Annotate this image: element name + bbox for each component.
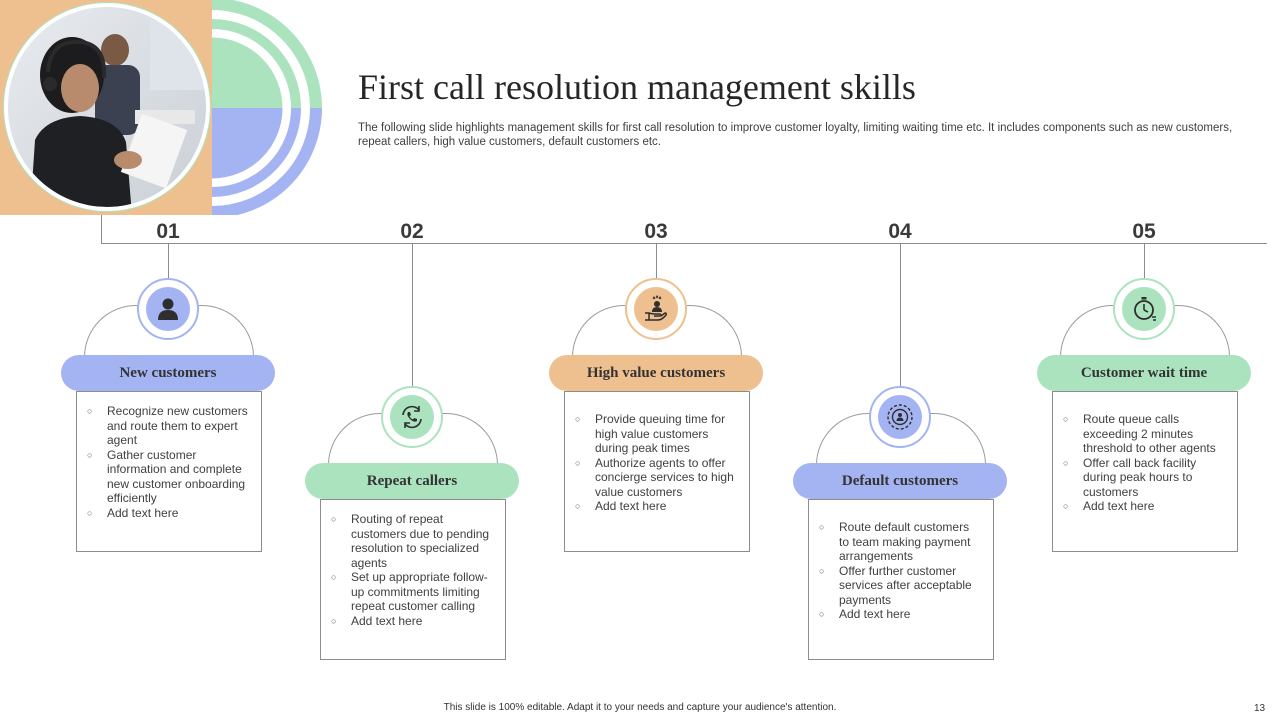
bullet-item: Add text here <box>575 499 737 514</box>
bullet-item: Add text here <box>1063 499 1225 514</box>
step-heading: Repeat callers <box>305 463 519 499</box>
phone-refresh-icon <box>402 405 422 429</box>
connector <box>168 244 169 278</box>
slide-title: First call resolution management skills <box>358 67 916 107</box>
vip-hand-icon <box>645 295 668 321</box>
timeline-left-cap <box>101 215 102 244</box>
step-heading: Default customers <box>793 463 1007 499</box>
bullet-item: Add text here <box>819 607 981 622</box>
icon-ring <box>137 278 199 340</box>
page-number: 13 <box>1254 703 1266 714</box>
step-content-box: Routing of repeat customers due to pendi… <box>320 499 506 660</box>
icon-ring <box>381 386 443 448</box>
bullet-item: Gather customer information and complete… <box>87 448 249 506</box>
bullet-item: Offer call back facility during peak hou… <box>1063 456 1225 500</box>
connector <box>656 244 657 278</box>
connector <box>412 244 413 386</box>
coin-target-icon <box>887 404 913 430</box>
bullet-item: Route default customers to team making p… <box>819 520 981 564</box>
bullet-item: Recognize new customers and route them t… <box>87 404 249 448</box>
header-graphic <box>0 0 330 296</box>
step-heading: Customer wait time <box>1037 355 1251 391</box>
bullet-item: Set up appropriate follow-up commitments… <box>331 570 493 614</box>
step-number: 03 <box>644 220 668 243</box>
icon-ring <box>1113 278 1175 340</box>
timeline-line <box>101 243 1267 244</box>
step-number: 02 <box>400 220 424 243</box>
bullet-item: Authorize agents to offer concierge serv… <box>575 456 737 500</box>
step-content-box: Provide queuing time for high value cust… <box>564 391 750 552</box>
icon-ring <box>625 278 687 340</box>
bullet-item: Route queue calls exceeding 2 minutes th… <box>1063 412 1225 456</box>
step-number: 05 <box>1132 220 1156 243</box>
connector <box>900 244 901 386</box>
step-content-box: Route default customers to team making p… <box>808 499 994 660</box>
connector <box>1144 244 1145 278</box>
slide-subtitle: The following slide highlights managemen… <box>358 122 1233 148</box>
step-heading: New customers <box>61 355 275 391</box>
bullet-item: Routing of repeat customers due to pendi… <box>331 512 493 570</box>
step-number: 01 <box>156 220 180 243</box>
slide-footer: This slide is 100% editable. Adapt it to… <box>443 702 837 713</box>
step-heading: High value customers <box>549 355 763 391</box>
step-content-box: Route queue calls exceeding 2 minutes th… <box>1052 391 1238 552</box>
agent-photo <box>8 7 206 207</box>
step-number: 04 <box>888 220 912 243</box>
bullet-item: Provide queuing time for high value cust… <box>575 412 737 456</box>
icon-ring <box>869 386 931 448</box>
bullet-item: Add text here <box>87 506 249 521</box>
bullet-item: Add text here <box>331 614 493 629</box>
decorative-circles <box>0 0 322 296</box>
bullet-item: Offer further customer services after ac… <box>819 564 981 608</box>
user-icon <box>158 298 178 320</box>
step-content-box: Recognize new customers and route them t… <box>76 391 262 552</box>
stopwatch-icon <box>1134 297 1156 321</box>
